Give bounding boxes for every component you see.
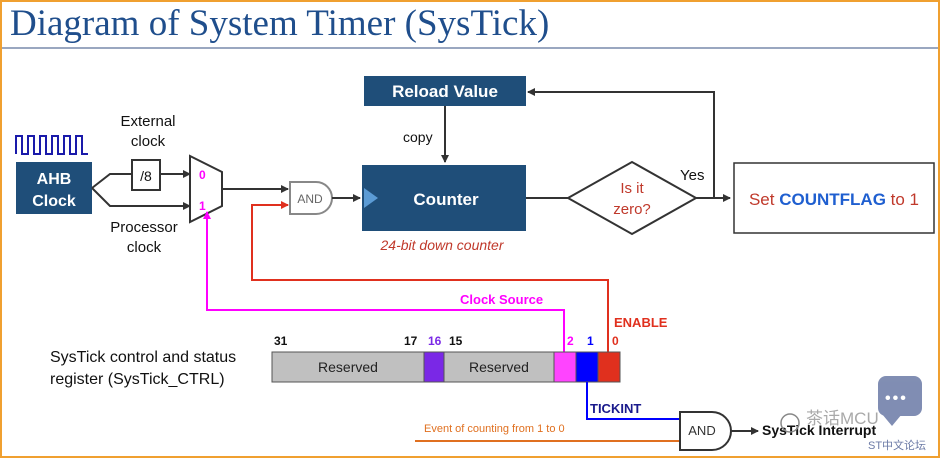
- reserved-high-field: [271, 351, 425, 383]
- enable-bit-field: [597, 351, 621, 383]
- interrupt-and-gate-label: AND: [688, 423, 715, 438]
- enable-and-gate-label: AND: [297, 192, 323, 206]
- reload-value-label: Reload Value: [392, 82, 498, 101]
- watermark-site: ST中文论坛: [868, 438, 926, 452]
- reserved-high-label: Reserved: [318, 359, 378, 375]
- is-zero-decision: [565, 160, 699, 236]
- systick-interrupt-label: SysTick Interrupt: [762, 422, 876, 438]
- watermark-logo-icon: [780, 413, 800, 433]
- reload-feedback-wire: [527, 88, 715, 198]
- external-clock-label-line1: External: [120, 113, 175, 130]
- clock-waveform-icon: [15, 135, 88, 155]
- countflag-box: [733, 162, 935, 234]
- ahb-clock-label-line2: Clock: [32, 193, 76, 210]
- ahb-to-processor-wire: [91, 187, 191, 210]
- counter-clock-edge-icon: [364, 188, 378, 208]
- yes-label: Yes: [680, 167, 704, 184]
- decision-label-line1: Is it: [620, 180, 644, 197]
- bit-16-field: [423, 351, 445, 383]
- decision-label-line2: zero?: [613, 201, 651, 218]
- mux-input-0-label: 0: [199, 168, 206, 182]
- processor-clock-label-line2: clock: [127, 239, 162, 256]
- enable-and-gate: [289, 181, 333, 215]
- countflag-name: COUNTFLAG: [779, 190, 886, 209]
- enable-label: ENABLE: [614, 315, 668, 330]
- tickint-label: TICKINT: [590, 401, 641, 416]
- register-label-line2: register (SysTick_CTRL): [50, 371, 225, 388]
- reserved-low-label: Reserved: [469, 359, 529, 375]
- prescaler-label: /8: [140, 168, 152, 184]
- bit-0-label: 0: [612, 334, 619, 348]
- enable-wire: [251, 201, 609, 352]
- counter-block: [362, 165, 526, 231]
- event-label: Event of counting from 1 to 0: [424, 423, 565, 435]
- tickint-wire: [586, 382, 680, 420]
- bit-15-label: 15: [449, 334, 463, 348]
- copy-label: copy: [403, 129, 433, 145]
- bit-16-label: 16: [428, 334, 442, 348]
- title-divider: [2, 47, 938, 49]
- countflag-text: Set COUNTFLAG to 1: [749, 190, 919, 209]
- clock-source-bit-field: [553, 351, 577, 383]
- clock-source-label: Clock Source: [460, 292, 543, 307]
- ahb-to-external-wire: [91, 173, 132, 189]
- tickint-bit-field: [575, 351, 599, 383]
- countflag-prefix: Set: [749, 190, 779, 209]
- mux-input-1-label: 1: [199, 199, 206, 213]
- counter-label: Counter: [413, 190, 479, 209]
- watermark-name: 茶话MCU: [806, 409, 879, 428]
- reserved-low-field: [443, 351, 555, 383]
- bit-2-label: 2: [567, 334, 574, 348]
- countflag-suffix: to 1: [886, 190, 919, 209]
- watermark-chat-icon: •••: [878, 376, 922, 426]
- bit-31-label: 31: [274, 334, 288, 348]
- bit-17-label: 17: [404, 334, 418, 348]
- interrupt-and-gate: [679, 411, 732, 451]
- watermark-chat-dots: •••: [885, 390, 908, 407]
- register-label-line1: SysTick control and status: [50, 349, 236, 366]
- ahb-clock-label-line1: AHB: [37, 171, 72, 188]
- ahb-clock-block: [16, 162, 92, 214]
- processor-clock-label-line1: Processor: [110, 219, 178, 236]
- clock-source-wire: [203, 211, 565, 352]
- counter-caption: 24-bit down counter: [380, 237, 505, 253]
- clock-mux: [189, 154, 223, 224]
- reload-value-block: [364, 76, 526, 106]
- external-clock-label-line2: clock: [131, 133, 166, 150]
- page-title: Diagram of System Timer (SysTick): [10, 3, 550, 44]
- bit-1-label: 1: [587, 334, 594, 348]
- prescaler-block: [131, 159, 161, 191]
